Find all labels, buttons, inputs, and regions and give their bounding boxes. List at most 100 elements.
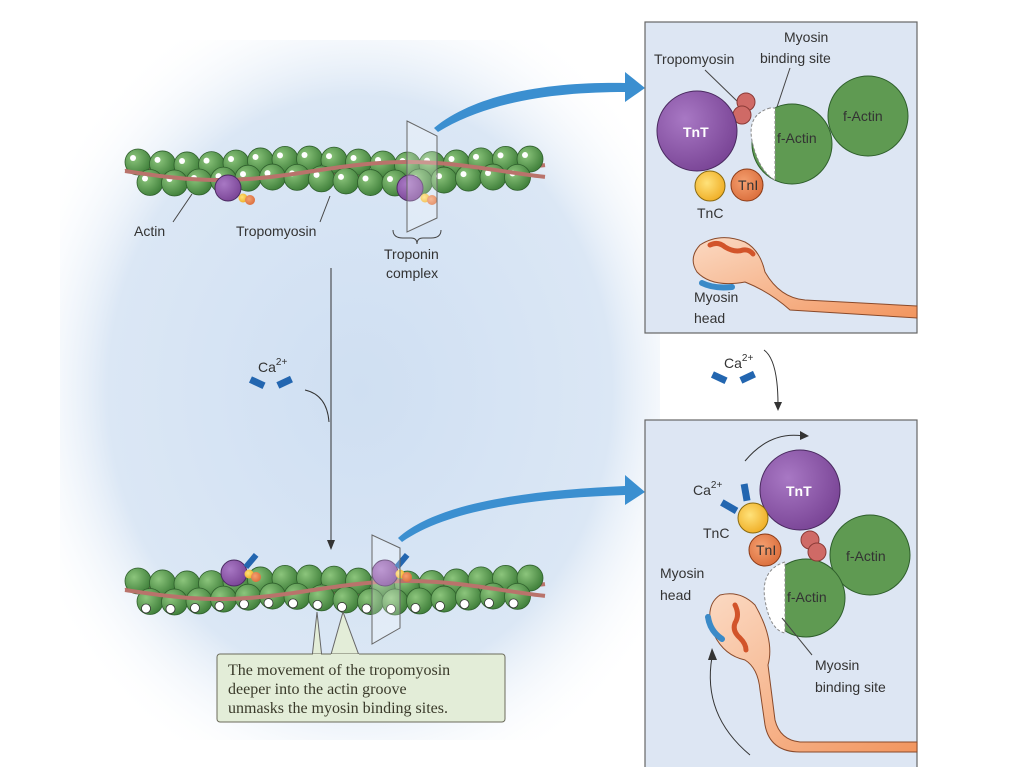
actin-highlight bbox=[362, 175, 369, 182]
f-actin-label: f-Actin bbox=[777, 130, 817, 146]
troponin-i bbox=[402, 572, 412, 582]
zoom-arrow-bottom bbox=[398, 475, 645, 542]
tni-icon bbox=[730, 168, 764, 202]
troponin-i bbox=[427, 195, 437, 205]
actin-highlight bbox=[154, 156, 161, 163]
f-actin-icon bbox=[829, 514, 911, 596]
actin-highlight bbox=[497, 152, 504, 159]
f-actin-label: f-Actin bbox=[846, 548, 886, 564]
thin-filament-activated bbox=[124, 552, 546, 616]
actin-highlight bbox=[252, 153, 259, 160]
myosin-binding-site-dot bbox=[459, 599, 470, 610]
actin-monomer bbox=[161, 169, 188, 197]
calcium-ion-icon bbox=[248, 376, 266, 390]
tropomyosin-strand bbox=[124, 160, 546, 182]
actin-label: Actin bbox=[134, 223, 165, 239]
calcium-ion-icon bbox=[710, 371, 728, 385]
actin-monomer bbox=[357, 169, 384, 196]
actin-monomer bbox=[283, 163, 311, 191]
binding-site-label: binding site bbox=[760, 50, 831, 66]
myosin-binding-site-dot bbox=[386, 604, 396, 614]
tnt-icon bbox=[759, 449, 841, 531]
actin-monomer bbox=[504, 163, 531, 191]
calcium-label: Ca2+ bbox=[693, 480, 722, 498]
myosin-binding-site bbox=[750, 107, 776, 181]
myosin-head-label: head bbox=[660, 587, 691, 603]
actin-highlight bbox=[350, 155, 357, 162]
calcium-label-left: Ca2+ bbox=[258, 357, 287, 375]
actin-highlight bbox=[338, 173, 344, 180]
binding-site-label: Myosin bbox=[784, 29, 828, 45]
tnc-label: TnC bbox=[703, 525, 729, 541]
tnt-label: TnT bbox=[683, 124, 709, 140]
tropomyosin-icon bbox=[807, 542, 827, 562]
myosin-binding-site-dot bbox=[190, 603, 200, 613]
calcium-ion-icon bbox=[720, 499, 739, 514]
callout-line-2: deeper into the actin groove bbox=[228, 681, 407, 698]
tni-label: TnI bbox=[738, 177, 758, 193]
tnt-icon bbox=[656, 90, 738, 172]
actin-highlight bbox=[301, 152, 308, 159]
actin-highlight bbox=[264, 170, 271, 177]
callout-line-3: unmasks the myosin binding sites. bbox=[228, 700, 448, 717]
calcium-ion-icon bbox=[276, 375, 293, 389]
actin-highlight bbox=[326, 153, 332, 160]
myosin-head-icon bbox=[692, 237, 918, 319]
tni-icon bbox=[748, 533, 782, 567]
myosin-swing-arrow bbox=[709, 656, 751, 756]
myosin-binding-site-dot bbox=[165, 604, 176, 614]
actin-highlight bbox=[522, 152, 528, 159]
myosin-binding-site-dot bbox=[337, 602, 347, 612]
myosin-binding-site-dot bbox=[263, 598, 274, 608]
calcium-ion-icon bbox=[739, 370, 756, 384]
troponin-brace bbox=[392, 229, 442, 245]
tropomyosin-label: Tropomyosin bbox=[236, 223, 316, 239]
actin-highlight bbox=[313, 171, 320, 178]
myosin-binding-site bbox=[763, 561, 786, 634]
myosin-binding-site-dot bbox=[239, 599, 249, 610]
myosin-binding-site-dot bbox=[214, 601, 225, 612]
troponin-t bbox=[396, 174, 424, 202]
activated-state-panel: f-Actin f-Actin TnT TnI Ca2+ TnC Myosin … bbox=[644, 419, 918, 767]
tropomyosin-strand bbox=[124, 579, 546, 601]
actin-highlight bbox=[473, 153, 479, 160]
actin-leader-line bbox=[172, 193, 193, 223]
myosin-binding-site-dot bbox=[312, 599, 323, 610]
tnc-icon bbox=[694, 170, 726, 202]
calcium-ion-icon bbox=[394, 552, 410, 570]
tnc-icon bbox=[737, 502, 769, 534]
actin-highlight bbox=[203, 157, 210, 164]
tropomyosin-leader-line bbox=[319, 195, 331, 223]
transition-arrowhead-icon bbox=[327, 540, 335, 550]
callout-box bbox=[216, 653, 506, 723]
calcium-binding-curve bbox=[304, 389, 330, 423]
binding-site-label: Myosin bbox=[815, 657, 859, 673]
actin-highlight bbox=[240, 171, 246, 178]
f-actin-label: f-Actin bbox=[843, 108, 883, 124]
calcium-ion-icon bbox=[243, 552, 259, 570]
actin-highlight bbox=[387, 175, 393, 182]
troponin-t bbox=[214, 174, 242, 202]
troponin-t bbox=[220, 559, 248, 587]
calcium-transition-arrow bbox=[763, 349, 779, 406]
tnt-label: TnT bbox=[786, 483, 812, 499]
myosin-binding-site-dot bbox=[288, 598, 298, 609]
tropomyosin-label: Tropomyosin bbox=[654, 51, 734, 67]
troponin-label: Troponin bbox=[384, 246, 439, 262]
myosin-binding-site-dot bbox=[484, 598, 494, 608]
tni-label: TnI bbox=[756, 542, 776, 558]
complex-label: complex bbox=[386, 265, 438, 281]
calcium-label-middle: Ca2+ bbox=[724, 353, 753, 371]
resting-state-panel: Tropomyosin Myosin binding site f-Actin … bbox=[644, 21, 918, 334]
actin-highlight bbox=[485, 170, 491, 177]
myosin-head-icon bbox=[709, 593, 918, 753]
myosin-head-label: Myosin bbox=[694, 289, 738, 305]
actin-highlight bbox=[460, 171, 467, 178]
myosin-binding-site-dot bbox=[141, 603, 151, 614]
actin-highlight bbox=[277, 152, 283, 159]
tnc-label: TnC bbox=[697, 205, 723, 221]
background-glow bbox=[60, 40, 660, 740]
section-plane-bottom bbox=[371, 534, 401, 645]
